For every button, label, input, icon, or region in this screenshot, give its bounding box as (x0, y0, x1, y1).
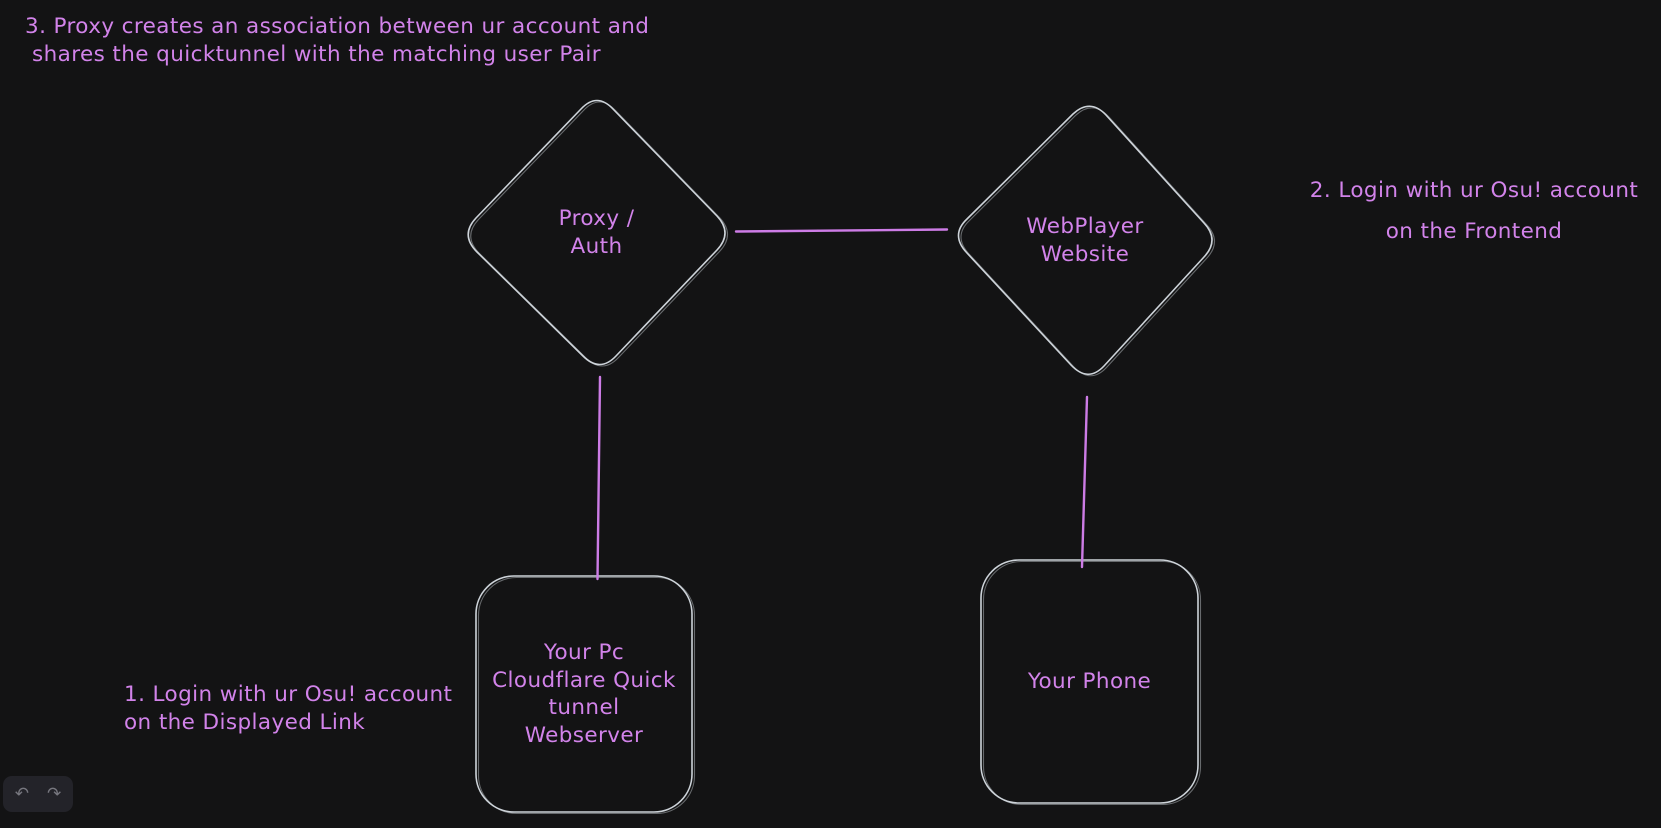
webplayer-phone-connector[interactable] (1080, 395, 1089, 569)
phone-rect-stroke (980, 559, 1199, 804)
proxy-webplayer-connector[interactable] (734, 228, 949, 233)
note-step1[interactable]: 1. Login with ur Osu! account on the Dis… (124, 681, 452, 737)
phone-rect-echo-stroke (982, 560, 1202, 806)
proxy-auth-diamond-echo-stroke (470, 101, 729, 367)
proxy-pc-connector[interactable] (596, 375, 602, 581)
phone-rect[interactable] (980, 559, 1202, 806)
webplayer-diamond-echo-stroke (960, 107, 1216, 377)
note-step1-line2: on the Displayed Link (124, 710, 366, 735)
redo-icon: ↷ (47, 783, 62, 804)
webplayer-diamond-stroke (957, 105, 1213, 376)
redo-button[interactable]: ↷ (43, 784, 65, 805)
note-step2-line1: 2. Login with ur Osu! account (1309, 178, 1639, 203)
undo-redo-toolbar: ↶ ↷ (3, 776, 73, 812)
pc-tunnel-rect-echo-stroke (477, 576, 696, 815)
note-step2[interactable]: 2. Login with ur Osu! account on the Fro… (1306, 170, 1642, 252)
proxy-auth-diamond[interactable] (467, 99, 729, 367)
proxy-auth-diamond-stroke (467, 99, 726, 366)
undo-icon: ↶ (14, 783, 29, 804)
undo-button[interactable]: ↶ (11, 784, 33, 805)
note-step1-line1: 1. Login with ur Osu! account (124, 682, 453, 707)
webplayer-diamond[interactable] (957, 105, 1216, 377)
note-step3-line1: 3. Proxy creates an association between … (25, 14, 650, 39)
note-step2-line2: on the Frontend (1385, 219, 1563, 244)
note-step3[interactable]: 3. Proxy creates an association between … (25, 13, 649, 69)
pc-tunnel-rect-stroke (475, 575, 693, 813)
pc-tunnel-rect[interactable] (475, 575, 696, 815)
note-step3-line2: shares the quicktunnel with the matching… (32, 42, 601, 67)
